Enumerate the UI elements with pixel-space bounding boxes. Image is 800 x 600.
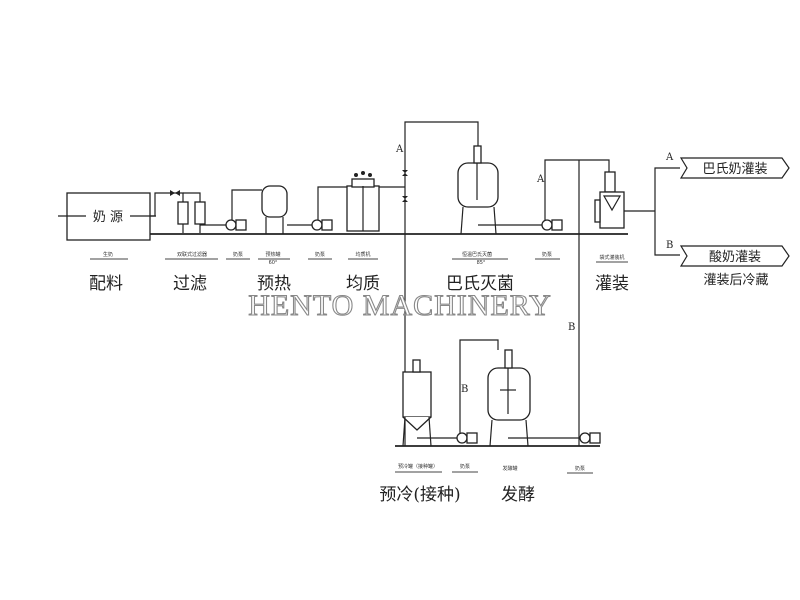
watermark: HENTO MACHINERY	[248, 289, 552, 322]
pipe	[654, 167, 680, 211]
svg-text:双联式过滤器: 双联式过滤器	[177, 251, 207, 258]
output-b-arrow: 酸奶灌装	[679, 245, 790, 267]
source-box-label: 奶 源	[93, 210, 123, 225]
pump-icon	[311, 219, 333, 231]
svg-text:奶泵: 奶泵	[233, 251, 243, 258]
pasteurizer-tank	[457, 145, 499, 235]
pipe	[317, 186, 347, 220]
precool-tank	[402, 359, 432, 447]
pipe	[654, 211, 680, 256]
stage-labels: 配料 过滤 预热 均质 巴氏灭菌 灌装 预冷(接种) 发酵	[89, 274, 629, 505]
homogenizer	[346, 171, 380, 232]
pump-icon	[541, 219, 563, 231]
pipe	[231, 189, 262, 220]
milk-source-box: 奶 源	[58, 192, 156, 241]
route-label-a: A	[536, 174, 545, 185]
output-a-label: 巴氏奶灌装	[702, 162, 767, 177]
stage-filter: 过滤	[173, 274, 207, 294]
stage-precool: 预冷(接种)	[379, 485, 460, 505]
label-underlines	[90, 258, 628, 474]
route-label-b: B	[568, 322, 575, 333]
fermentation-tank	[487, 349, 531, 447]
valve-icon	[170, 190, 180, 196]
pump-icon	[579, 432, 601, 444]
svg-text:预热罐: 预热罐	[265, 251, 280, 258]
stage-ferment: 发酵	[501, 485, 535, 505]
pipe	[544, 159, 610, 220]
stage-pasteurize: 巴氏灭菌	[446, 274, 514, 294]
svg-text:恒温巴氏灭菌: 恒温巴氏灭菌	[462, 251, 492, 258]
pipe	[183, 192, 201, 202]
output-a-arrow: 巴氏奶灌装	[679, 157, 790, 179]
bag-filling-machine	[594, 171, 625, 229]
svg-text:均质机: 均质机	[355, 251, 370, 258]
svg-text:奶泵: 奶泵	[575, 465, 585, 472]
svg-text:生奶: 生奶	[103, 251, 113, 258]
svg-text:奶泵: 奶泵	[315, 251, 325, 258]
svg-text:预冷罐（接种罐）: 预冷罐（接种罐）	[398, 463, 438, 470]
pump-icon	[225, 219, 247, 231]
route-label-b: B	[461, 384, 468, 395]
pipe	[404, 121, 479, 446]
pipe	[150, 192, 184, 217]
stage-filling: 灌装	[595, 274, 629, 294]
svg-text:60°: 60°	[269, 260, 278, 266]
equipment-labels: 生奶 双联式过滤器 奶泵 预热罐 60° 奶泵 均质机 恒温巴氏灭菌 85° 奶…	[103, 251, 625, 472]
pump-icon	[456, 432, 478, 444]
svg-text:85°: 85°	[477, 260, 486, 266]
stage-homogenize: 均质	[346, 274, 380, 294]
pipe	[459, 339, 499, 433]
output-b-label: 酸奶灌装	[709, 250, 761, 265]
svg-text:袋式灌装机: 袋式灌装机	[599, 254, 624, 261]
stage-preheat: 预热	[257, 274, 291, 294]
duplex-filter	[177, 201, 206, 233]
svg-text:发酵罐: 发酵罐	[502, 465, 517, 472]
svg-text:奶泵: 奶泵	[460, 463, 470, 470]
output-b-note: 灌装后冷藏	[703, 273, 768, 288]
route-label-a: A	[665, 152, 674, 163]
svg-text:奶泵: 奶泵	[542, 251, 552, 258]
stage-batching: 配料	[89, 274, 123, 294]
route-label-b: B	[666, 240, 673, 251]
route-label-a: A	[395, 144, 404, 155]
preheat-tank	[261, 185, 288, 234]
